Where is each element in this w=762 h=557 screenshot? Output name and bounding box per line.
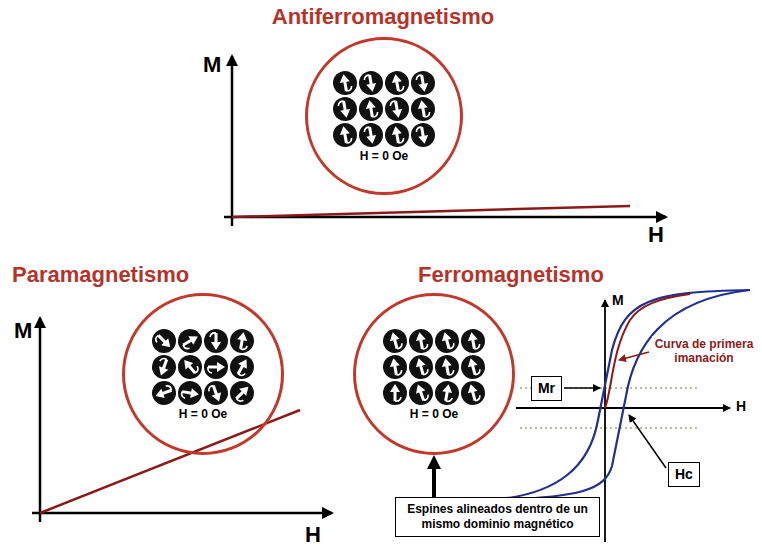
domain-circle: H = 0 Oe [122, 293, 284, 455]
axis-label: H [648, 222, 664, 248]
response-line [40, 410, 300, 513]
axis-label: M [612, 292, 624, 309]
spin-symbol [406, 352, 435, 381]
spin-symbol [380, 326, 409, 355]
leader-arrow [629, 415, 666, 468]
spin-symbol [149, 352, 180, 383]
coercivity-box: Hc [668, 462, 700, 487]
spin-symbol [383, 121, 411, 149]
arrow-head [427, 455, 441, 469]
spin-symbol [357, 121, 385, 149]
spin-symbol [147, 324, 181, 358]
note-box: Espines alineados dentro de un mismo dom… [395, 497, 600, 537]
circle-outline [353, 293, 515, 455]
spin-symbol [433, 379, 461, 407]
domain-circle: H = 0 Oe [353, 293, 515, 455]
spin-symbol [383, 381, 407, 405]
remanence-box: Mr [531, 376, 562, 401]
guide-line [520, 428, 700, 429]
spin-symbol [433, 353, 461, 381]
m-axis [231, 56, 234, 226]
spin-symbol [458, 352, 487, 381]
spin-symbol [409, 95, 437, 123]
spin-symbol [176, 379, 204, 407]
axis-label: H [305, 522, 321, 548]
pointer-arrow [432, 465, 436, 497]
spin-symbol [204, 329, 228, 353]
box-text: Mr [538, 380, 555, 397]
hysteresis-branch [490, 290, 750, 500]
response-line [232, 206, 630, 217]
spin-symbol [357, 95, 385, 123]
spin-symbol [226, 351, 259, 384]
spin-symbol [383, 95, 411, 123]
section-title: Ferromagnetismo [418, 262, 604, 288]
spin-symbol [407, 327, 435, 355]
spin-symbol [331, 69, 359, 97]
spin-symbol [383, 69, 411, 97]
spin-symbol [459, 327, 487, 355]
h-axis [32, 512, 332, 515]
spin-symbol [432, 326, 461, 355]
spin-symbol [331, 95, 359, 123]
leader-arrow [564, 387, 600, 389]
hysteresis-branch [490, 290, 750, 500]
spin-symbol [357, 69, 385, 97]
spin-symbol [381, 353, 409, 381]
m-axis [39, 318, 42, 522]
domain-circle: H = 0 Oe [305, 37, 463, 195]
spin-symbol [174, 325, 207, 358]
spin-symbol [458, 378, 487, 407]
field-label: H = 0 Oe [305, 149, 463, 163]
spin-symbol [409, 69, 437, 97]
leader-arrow [619, 352, 649, 360]
axis-label: M [203, 52, 221, 78]
spin-symbol [173, 350, 207, 384]
box-text: Hc [675, 466, 693, 483]
spin-symbol [201, 378, 232, 409]
circle-border [307, 39, 462, 194]
spin-symbol [149, 378, 180, 409]
axis-label: H [736, 398, 746, 415]
spin-symbol [331, 121, 359, 149]
field-label: H = 0 Oe [122, 407, 284, 421]
m-axis [604, 300, 606, 542]
field-label: H = 0 Oe [353, 407, 515, 421]
section-title: Antiferromagnetismo [272, 4, 494, 30]
circle-outline [122, 293, 284, 455]
spin-symbol [228, 327, 256, 355]
spin-symbol [225, 376, 259, 410]
spin-symbol [406, 378, 437, 409]
axis-label: M [14, 318, 32, 344]
curve-label: Curva de primera imanación [652, 336, 756, 366]
spin-symbol [204, 355, 228, 379]
spin-symbol [409, 121, 437, 149]
circle-outline [305, 37, 463, 195]
circle-border [355, 295, 514, 454]
box-text: Espines alineados dentro de un mismo dom… [401, 502, 594, 532]
section-title: Paramagnetismo [12, 262, 189, 288]
circle-border [124, 295, 283, 454]
